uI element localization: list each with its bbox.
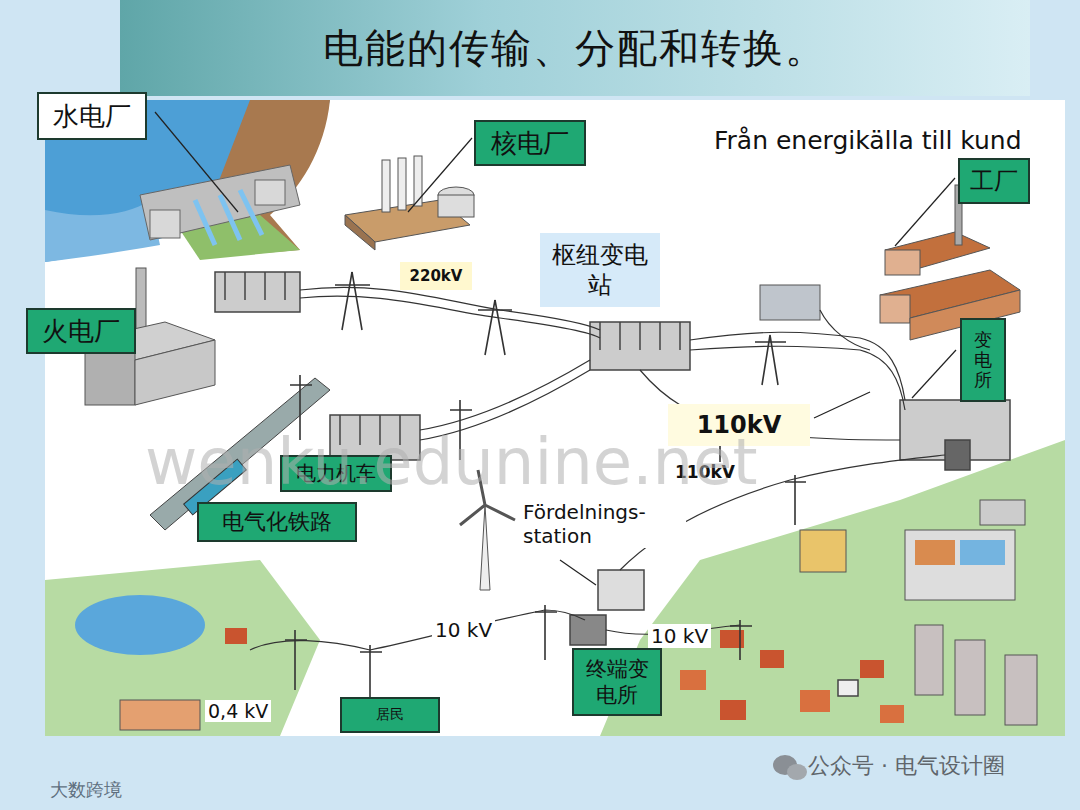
substations [600,322,680,350]
dam [140,165,300,240]
thermal-plant [136,268,146,330]
town [980,500,1025,525]
label-text: 工厂 [970,165,1018,197]
voltage-label: 0,4 kV [205,700,271,722]
town [120,700,200,730]
nuclear-plant [398,158,406,210]
factory [760,285,820,320]
plant-label: 水电厂 [37,92,147,140]
power-lines [420,360,590,430]
voltage-box: 220kV [400,262,472,290]
town [880,705,904,723]
towers [335,272,370,330]
station-label: Fördelnings- station [520,500,686,548]
factory [760,185,1020,340]
watermark: 公众号 · 电气设计圈 [808,751,1005,781]
power-lines [250,641,370,650]
voltage-label: 10 kV [432,618,495,642]
substations [945,440,970,470]
factory-label: 工厂 [958,158,1030,204]
leader-lines [912,350,956,398]
leader-lines [155,112,238,212]
dam [150,210,180,238]
railway-label: 电气化铁路 [197,502,357,542]
town [1005,655,1037,725]
town [760,650,784,668]
towers [360,645,382,700]
watermark: 大数跨境 [50,778,122,802]
towers [730,620,752,660]
substations [225,272,285,300]
label-text: 枢纽变电站 [550,240,650,300]
label-text: 水电厂 [53,99,131,134]
label-text: 终端变电所 [582,656,652,709]
town [225,628,247,644]
voltage-label: 10 kV [648,624,711,648]
thermal-plant [135,340,215,405]
towers [785,475,806,525]
residents-label: 居民 [340,697,440,733]
wechat-icon [773,755,807,780]
towers [755,335,786,385]
power-lines [820,310,870,350]
substations [570,615,606,645]
leader-lines [155,112,956,585]
nuclear-plant [345,215,375,250]
hub-substation-box: 枢纽变电站 [540,233,660,307]
terminal-substation-label: 终端变电所 [572,648,662,716]
label-text: 居民 [376,706,404,724]
plant-label: 核电厂 [474,120,586,166]
substations [598,570,644,610]
power-lines [690,346,905,410]
towers [285,630,307,690]
town [720,700,746,720]
picture-ground [45,100,1065,736]
nuclear-plant [382,160,390,212]
label-text: 核电厂 [491,126,569,161]
title-bar: 电能的传输、分配和转换。 [120,0,1030,96]
town [915,625,943,695]
dam [255,180,285,205]
town [955,640,985,715]
substation-label: 变电所 [960,318,1006,402]
town [800,530,846,572]
nuclear-plant [414,156,422,206]
dam [195,190,262,245]
factory [880,295,910,323]
town [960,540,1005,565]
town [680,670,706,690]
leader-lines [408,138,472,212]
towers [535,605,557,660]
town [860,660,884,678]
town [800,690,830,712]
power-lines [690,332,905,400]
plant-label: 火电厂 [26,308,136,354]
wind-turbine [480,505,490,590]
leader-lines [895,178,955,246]
label-text: 220kV [410,267,463,285]
town [75,595,205,655]
towers [478,300,512,355]
title-text: 电能的传输、分配和转换。 [323,21,827,76]
leader-lines [814,392,870,418]
watermark: wenku.edunine.net [145,425,758,499]
nuclear-plant [345,156,474,250]
substations [838,680,858,696]
dam [140,165,300,245]
leader-lines [560,560,596,585]
label-text: 变电所 [974,330,992,389]
wechat-icon [787,764,807,780]
subtitle-text: Från energikälla till kund [714,126,1022,155]
town [45,560,320,736]
town [915,540,955,565]
label-text: 火电厂 [42,314,120,349]
label-text: 电气化铁路 [222,507,332,537]
substations [215,272,300,312]
factory [885,250,920,275]
power-lines [370,610,585,650]
nuclear-plant [438,195,474,217]
town [905,530,1015,600]
substations [590,322,690,370]
